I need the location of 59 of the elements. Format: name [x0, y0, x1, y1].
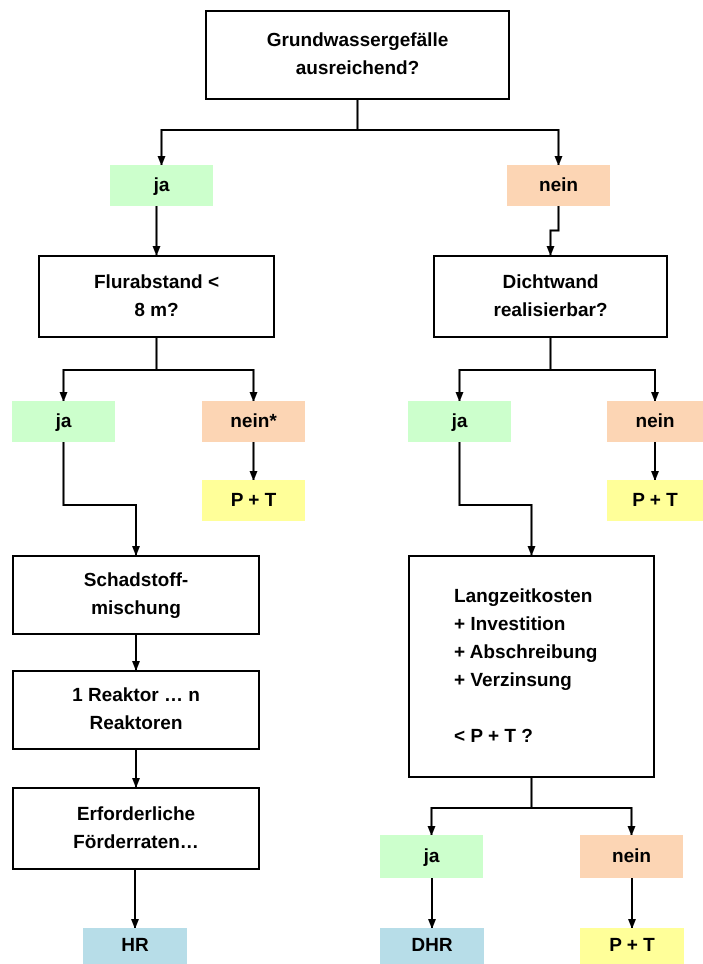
- node-text: Dichtwand realisierbar?: [492, 270, 609, 322]
- process-box: [12, 555, 260, 635]
- node-text: Erforderliche Förderraten…: [72, 802, 200, 854]
- node-text: ja: [452, 410, 468, 434]
- arrow: [546, 206, 560, 256]
- arrow: [458, 442, 536, 556]
- process-box: [433, 255, 668, 338]
- node-text: Langzeitkosten: [454, 584, 594, 608]
- arrow: [152, 206, 160, 256]
- node-text: ja: [56, 410, 72, 434]
- node-text: P + T: [632, 488, 678, 512]
- method-box: [380, 928, 484, 964]
- no-label-box: [580, 835, 683, 878]
- result-box: [202, 480, 305, 521]
- yes-label-box: [380, 835, 483, 878]
- method-box: [83, 928, 187, 964]
- yes-label-box: [408, 401, 511, 442]
- no-label-box: [607, 401, 703, 442]
- result-box: [580, 928, 684, 964]
- node-text: ja: [154, 174, 170, 198]
- no-label-box: [202, 401, 305, 442]
- node-text: Grundwassergefälle ausreichend?: [266, 29, 450, 81]
- arrow: [132, 635, 140, 671]
- no-label-box: [507, 165, 610, 206]
- node-text: + Abschreibung: [454, 640, 598, 664]
- result-box: [607, 480, 703, 521]
- node-text: P + T: [609, 934, 655, 958]
- node-text: nein*: [230, 410, 277, 434]
- node-text: ja: [424, 844, 440, 868]
- node-text: + Investition: [454, 612, 566, 636]
- arrow: [628, 878, 636, 929]
- node-text: DHR: [411, 934, 453, 958]
- node-text: < P + T ?: [454, 724, 534, 748]
- node-text: P + T: [230, 488, 276, 512]
- process-box: [408, 555, 655, 778]
- yes-label-box: [110, 165, 213, 206]
- process-box: [38, 255, 275, 338]
- node-text: Flurabstand < 8 m?: [92, 270, 220, 322]
- arrow: [131, 870, 139, 929]
- arrow: [250, 442, 258, 481]
- node-text: nein: [635, 410, 675, 434]
- node-text: 1 Reaktor … n Reaktoren: [71, 684, 201, 736]
- process-box: [205, 10, 510, 100]
- node-text: HR: [121, 934, 149, 958]
- node-text: + Verzinsung: [454, 668, 573, 692]
- arrow: [356, 100, 562, 166]
- node-text: nein: [538, 174, 578, 198]
- arrow: [651, 442, 659, 481]
- process-box: [12, 670, 260, 750]
- node-text: nein: [612, 844, 652, 868]
- arrow: [132, 750, 140, 788]
- process-box: [12, 787, 260, 870]
- arrow: [156, 338, 258, 402]
- yes-label-box: [12, 401, 115, 442]
- arrow: [428, 878, 436, 929]
- arrow: [530, 778, 636, 836]
- arrow: [62, 442, 140, 556]
- node-text: Schadstoff-mischung: [82, 569, 190, 621]
- arrow: [550, 338, 659, 402]
